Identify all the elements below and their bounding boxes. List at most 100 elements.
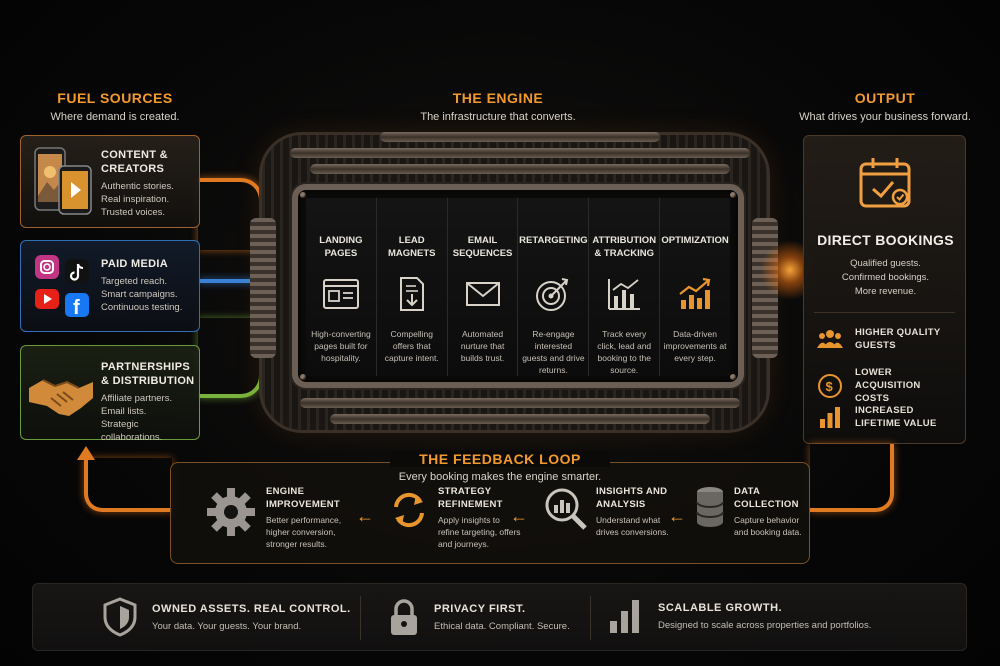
engine-column-landing-pages[interactable]: LANDING PAGES High-converting pages buil…: [306, 198, 377, 376]
feedback-step-data-collection[interactable]: DATA COLLECTION Capture behavior and boo…: [694, 485, 808, 538]
chart-tracking-icon: [608, 279, 641, 310]
feedback-step-desc: Better performance, higher conversion, s…: [266, 515, 342, 549]
feedback-pipe-left: [84, 458, 172, 512]
feedback-step-title: INSIGHTS AND ANALYSIS: [596, 486, 668, 510]
magnifier-chart-icon: [545, 488, 587, 530]
output-item-quality: HIGHER QUALITY GUESTS: [817, 326, 945, 352]
engine-column-title: ATTRIBUTION & TRACKING: [592, 235, 657, 259]
envelope-icon: [465, 282, 500, 306]
engine-column-attribution[interactable]: ATTRIBUTION & TRACKING Track every click…: [589, 198, 661, 376]
bottom-item-owned-assets: OWNED ASSETS. REAL CONTROL. Your data. Y…: [102, 597, 351, 637]
engine-title: THE ENGINE: [452, 90, 544, 106]
bottom-item-scalable: SCALABLE GROWTH. Designed to scale acros…: [608, 597, 871, 635]
bottom-item-title: OWNED ASSETS. REAL CONTROL.: [152, 602, 351, 615]
fuel-card-title: CONTENT & CREATORS: [101, 149, 168, 175]
engine-subtitle: The infrastructure that converts.: [420, 111, 576, 123]
feedback-step-engine-improvement[interactable]: ENGINE IMPROVEMENT Better performance, h…: [204, 485, 354, 550]
engine-column-retargeting[interactable]: RETARGETING Re-engage interested guests …: [518, 198, 590, 376]
engine-column-desc: Data-driven improvements at every step.: [663, 329, 727, 363]
output-line: More revenue.: [854, 286, 917, 297]
engine-column-desc: Automated nurture that builds trust.: [460, 329, 505, 363]
engine-column-optimization[interactable]: OPTIMIZATION Data-driven improvements at…: [660, 198, 730, 376]
document-download-icon: [399, 277, 424, 311]
fuel-card-line: Authentic stories.: [101, 181, 174, 192]
phones-icon: [21, 136, 101, 227]
handshake-icon: [21, 346, 101, 439]
bars-growth-icon: [610, 600, 639, 633]
fuel-card-line: Trusted voices.: [101, 207, 166, 218]
output-line: Confirmed bookings.: [841, 272, 930, 283]
engine-column-lead-magnets[interactable]: LEAD MAGNETS Compelling offers that capt…: [377, 198, 448, 376]
social-icons: f: [21, 241, 101, 331]
engine-pipe: [290, 148, 750, 158]
fuel-card-line: Smart campaigns.: [101, 289, 178, 300]
lock-icon: [391, 599, 417, 635]
output-headline: DIRECT BOOKINGS: [817, 232, 954, 248]
bottom-item-desc: Ethical data. Compliant. Secure.: [434, 620, 570, 632]
growth-chart-icon: [679, 277, 711, 309]
fuel-pipe-orange: [198, 178, 263, 250]
output-divider: [814, 312, 955, 313]
shield-icon: [103, 597, 137, 637]
engine-pipe: [380, 132, 660, 142]
target-icon: [536, 278, 569, 311]
fuel-card-line: Email lists.: [101, 406, 147, 417]
fuel-pipe-green: [198, 318, 263, 398]
refresh-icon: [394, 492, 424, 528]
engine-column-title: RETARGETING: [519, 235, 588, 246]
fuel-card-partnerships[interactable]: PARTNERSHIPS & DISTRIBUTION Affiliate pa…: [20, 345, 200, 443]
dollar-coin-icon: $: [818, 373, 842, 398]
engine-column-desc: Re-engage interested guests and drive re…: [522, 329, 585, 375]
fuel-card-paid-media[interactable]: f PAID MEDIA Targeted reach. Smart campa…: [20, 240, 200, 332]
bolt: [730, 374, 736, 380]
engine-pipe: [300, 398, 740, 408]
arrow-left-icon: ←: [510, 506, 528, 526]
output-line: Qualified guests.: [850, 258, 921, 269]
guests-icon: [817, 330, 843, 348]
fuel-sources-title: FUEL SOURCES: [57, 90, 173, 106]
engine-column-title: LANDING PAGES: [319, 235, 363, 259]
output-item-label: INCREASED LIFETIME VALUE: [855, 405, 937, 429]
engine-column-title: EMAIL SEQUENCES: [452, 235, 513, 259]
feedback-step-strategy[interactable]: STRATEGY REFINEMENT Apply insights to re…: [388, 485, 522, 550]
bottom-item-privacy: PRIVACY FIRST. Ethical data. Compliant. …: [388, 597, 570, 637]
fuel-pipe-blue: [198, 279, 263, 283]
fuel-card-line: Targeted reach.: [101, 276, 168, 287]
output-item-costs: $ LOWER ACQUISITION COSTS: [817, 366, 945, 405]
bolt: [300, 192, 306, 198]
feedback-step-insights[interactable]: INSIGHTS AND ANALYSIS Understand what dr…: [542, 485, 672, 538]
bar-chart-icon: [820, 407, 840, 428]
bottom-item-desc: Designed to scale across properties and …: [658, 619, 872, 631]
engine-screen: LANDING PAGES High-converting pages buil…: [306, 198, 730, 376]
engine-column-desc: Track every click, lead and booking to t…: [597, 329, 652, 375]
bolt: [730, 192, 736, 198]
svg-text:$: $: [826, 379, 834, 394]
engine-column-email-sequences[interactable]: EMAIL SEQUENCES Automated nurture that b…: [448, 198, 519, 376]
feedback-step-title: ENGINE IMPROVEMENT: [266, 486, 341, 510]
output-item-label: HIGHER QUALITY GUESTS: [855, 327, 941, 351]
bottom-separator: [360, 596, 361, 640]
output-item-label: LOWER ACQUISITION COSTS: [855, 367, 921, 404]
feedback-title: THE FEEDBACK LOOP: [390, 451, 610, 467]
feedback-step-title: DATA COLLECTION: [734, 486, 799, 510]
svg-text:f: f: [73, 297, 80, 319]
calendar-check-icon: [859, 158, 911, 208]
arrow-up-icon: [77, 446, 95, 460]
engine-pipe: [310, 164, 730, 174]
output-card: DIRECT BOOKINGS Qualified guests. Confir…: [803, 135, 966, 444]
engine-column-desc: Compelling offers that capture intent.: [384, 329, 439, 363]
bottom-item-desc: Your data. Your guests. Your brand.: [152, 620, 302, 632]
engine-column-title: OPTIMIZATION: [661, 235, 729, 246]
fuel-card-line: Strategic collaborations.: [101, 419, 163, 443]
engine-column-title: LEAD MAGNETS: [387, 235, 436, 259]
bottom-separator: [590, 596, 591, 640]
fuel-card-content-creators[interactable]: CONTENT & CREATORS Authentic stories. Re…: [20, 135, 200, 228]
engine-flange-left: [250, 218, 276, 358]
output-subtitle: What drives your business forward.: [799, 111, 971, 123]
feedback-subtitle: Every booking makes the engine smarter.: [398, 471, 602, 483]
fuel-card-line: Affiliate partners.: [101, 393, 173, 404]
bottom-bar: [32, 583, 967, 651]
engine-column-desc: High-converting pages built for hospital…: [311, 329, 371, 363]
landing-page-icon: [322, 279, 359, 309]
fuel-card-line: Continuous testing.: [101, 302, 183, 313]
